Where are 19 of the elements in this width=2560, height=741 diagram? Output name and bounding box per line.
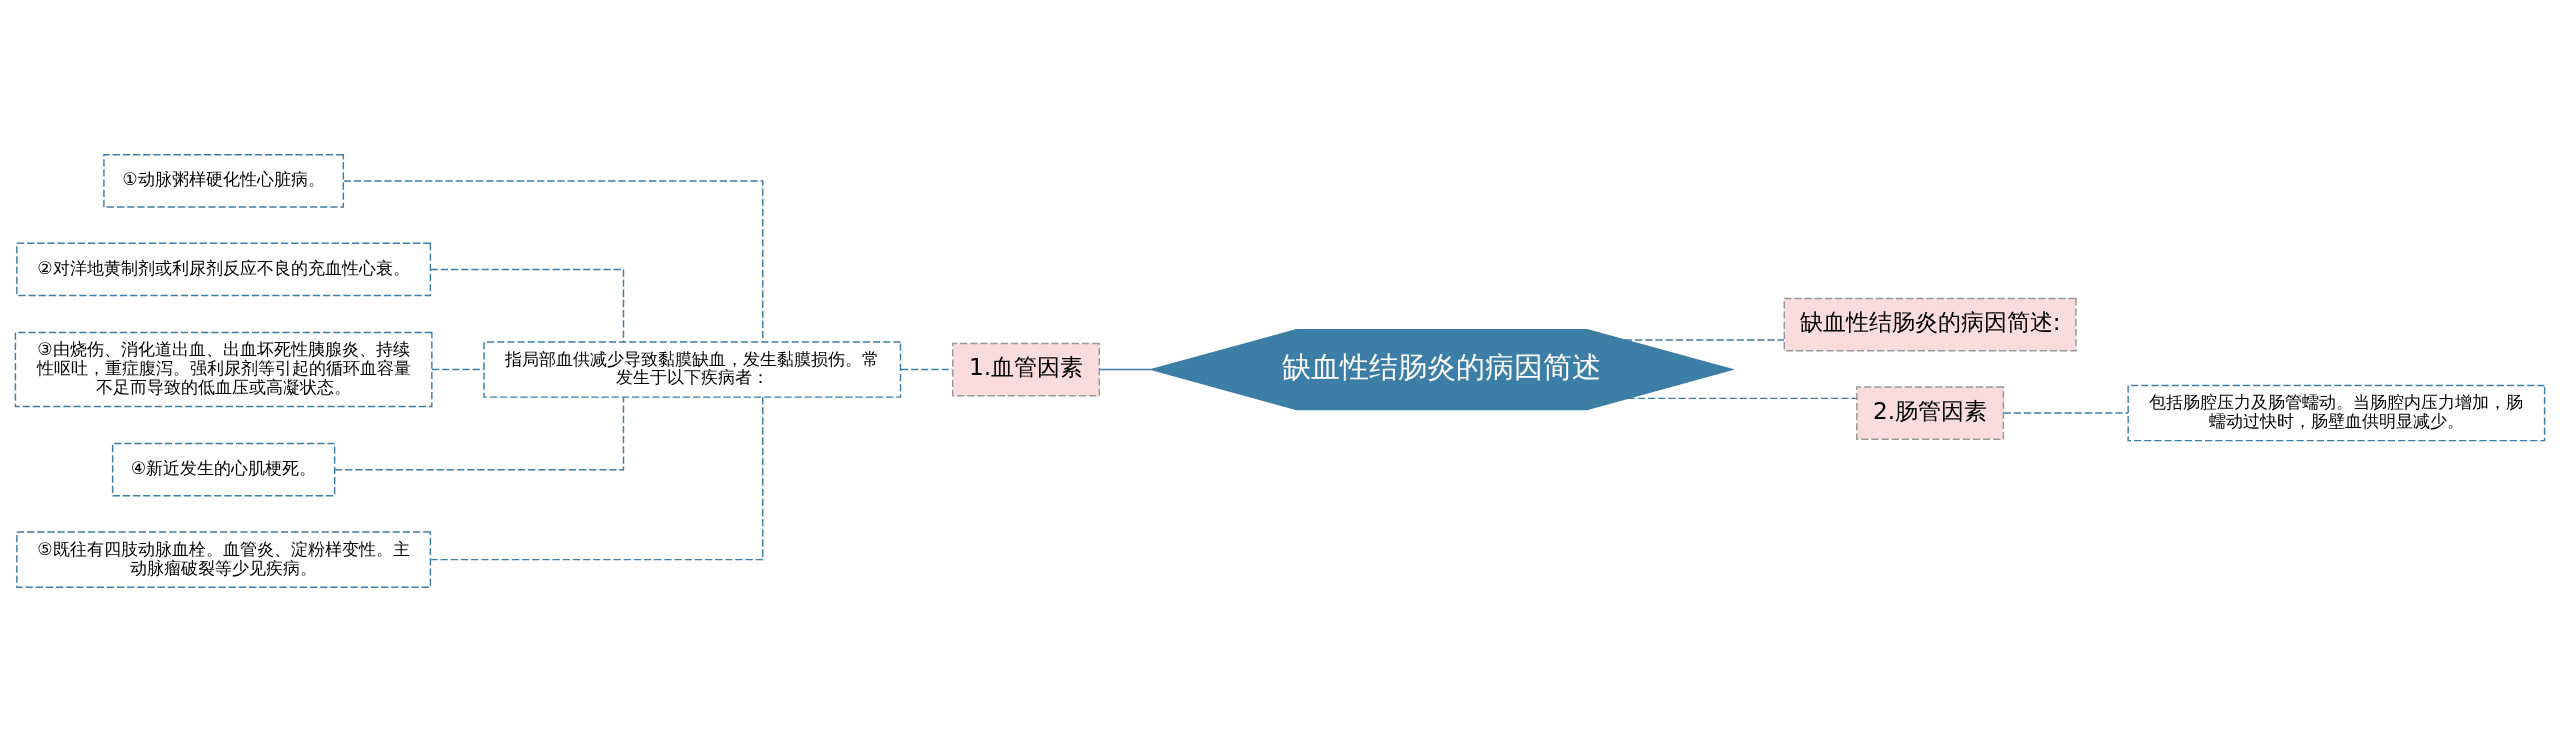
node-box: ④新近发生的心肌梗死。 (111, 442, 336, 496)
connector (334, 396, 625, 470)
connector (2002, 411, 2129, 414)
connector (1627, 397, 1858, 399)
node-box: 1.血管因素 (952, 342, 1100, 396)
connector (429, 268, 625, 342)
node-box: 2.肠管因素 (1856, 385, 2005, 440)
node-box: ①动脉粥样硬化性心脏病。 (103, 153, 345, 208)
connector (343, 179, 764, 342)
node-box: 包括肠腔压力及肠管蠕动。当肠腔内压力增加，肠蠕动过快时，肠壁血供明显减少。 (2127, 384, 2546, 441)
connector (1624, 338, 1785, 341)
connector (431, 368, 485, 370)
node-box: ②对洋地黄制剂或利尿剂反应不良的充血性心衰。 (16, 242, 432, 296)
connector (1098, 368, 1152, 370)
connector (429, 395, 764, 560)
node-box: ③由烧伤、消化道出血、出血坏死性胰腺炎、持续性呕吐，重症腹泻。强利尿剂等引起的循环血容量不足而导致的低血压或高凝状态。 (14, 331, 433, 407)
node-box: 缺血性结肠炎的病因简述: (1783, 297, 2077, 351)
node-box: 指局部血供减少导致黏膜缺血，发生黏膜损伤。常发生于以下疾病者： (483, 340, 902, 398)
node-box: ⑤既往有四肢动脉血栓。血管炎、淀粉样变性。主动脉瘤破裂等少见疾病。 (16, 530, 432, 588)
